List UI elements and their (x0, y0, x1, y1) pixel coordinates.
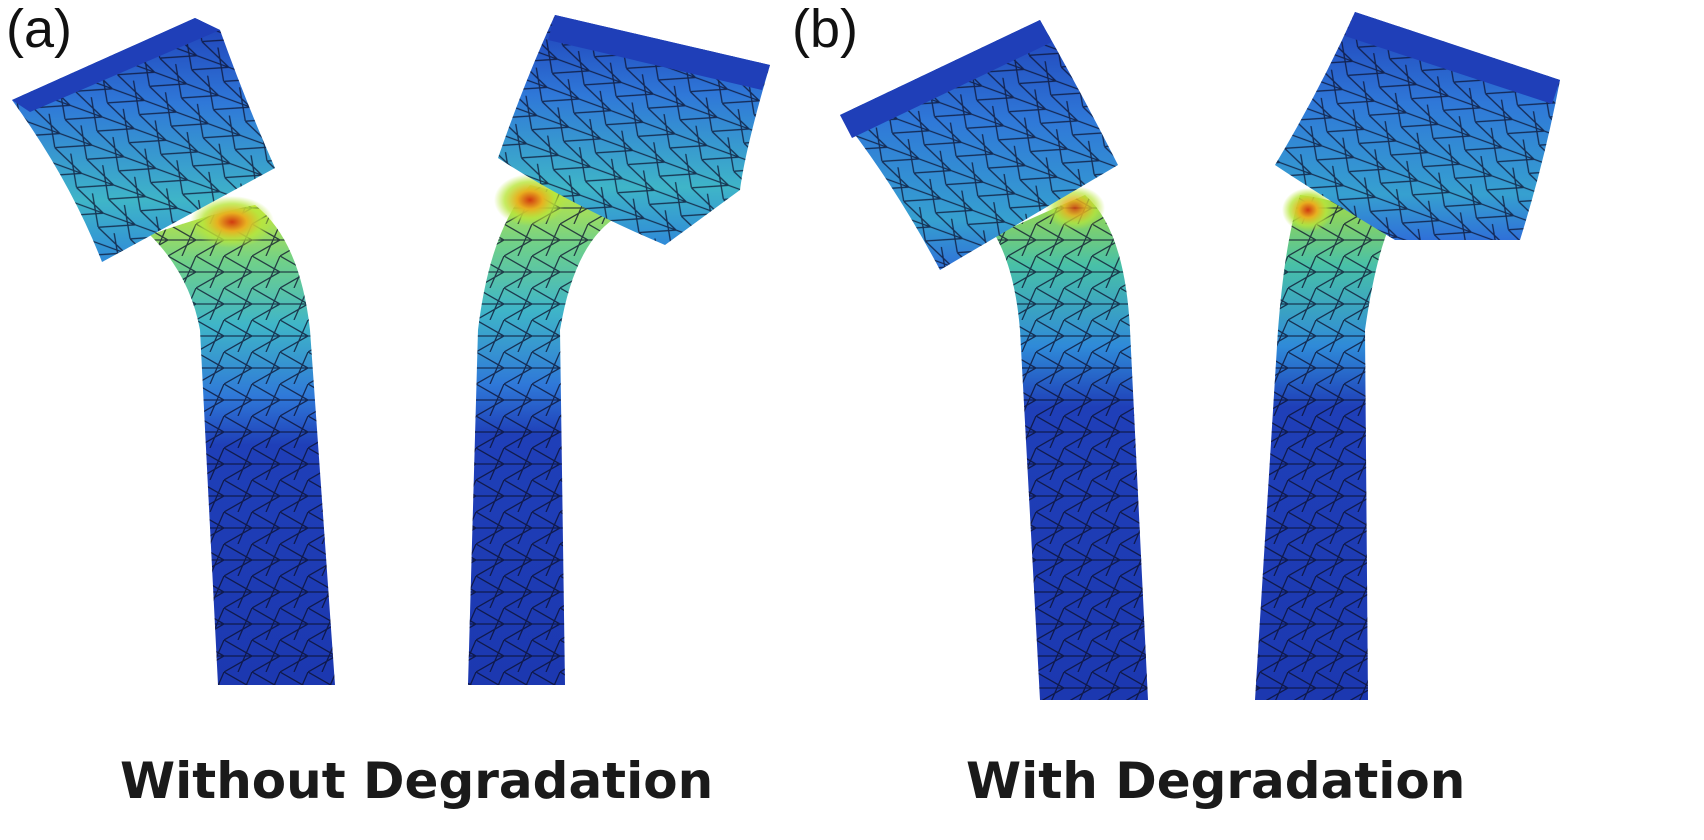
panel-label-a: (a) (6, 0, 72, 59)
specimen-b-left (840, 20, 1148, 700)
panel-label-b: (b) (792, 0, 858, 59)
specimen-a-left (12, 18, 335, 685)
specimen-a-right (468, 15, 770, 685)
caption-with-degradation: With Degradation (966, 752, 1466, 810)
specimen-b-right (1255, 12, 1560, 700)
caption-without-degradation: Without Degradation (120, 752, 714, 810)
